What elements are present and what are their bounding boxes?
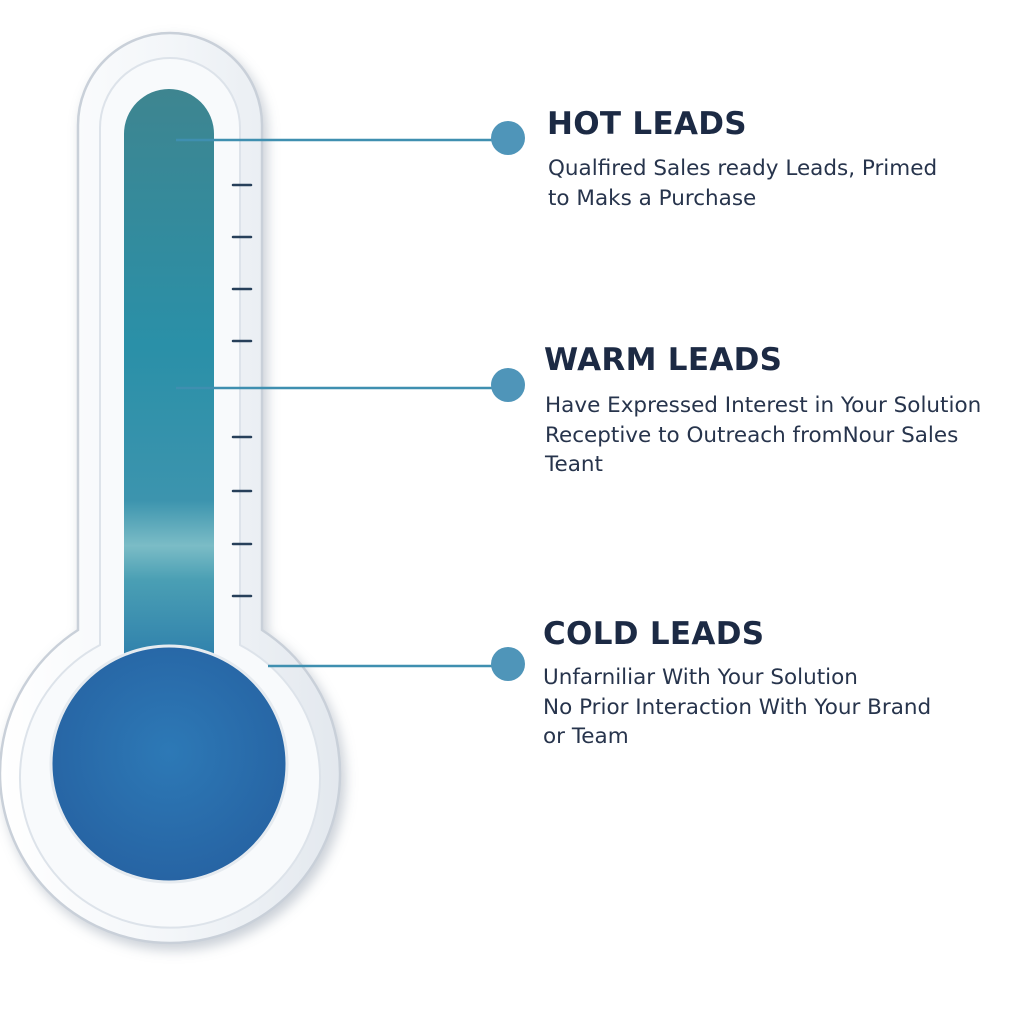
warm-leads-description: Have Expressed Interest in Your Solution… — [545, 391, 981, 480]
warm-leads-line-3: Teant — [545, 452, 603, 477]
thermometer-tick-marks — [231, 183, 253, 598]
hot-leads-line-1: Qualfired Sales ready Leads, Primed — [548, 156, 938, 181]
dot-cold — [491, 647, 525, 681]
warm-leads-line-2: Receptive to Outreach fromNour Sales — [545, 422, 959, 448]
warm-leads-line-1: Have Expressed Interest in Your Solution — [545, 393, 982, 418]
cold-leads-title: COLD LEADS — [543, 616, 765, 652]
hot-leads-title: HOT LEADS — [547, 106, 747, 142]
connector-hot — [176, 121, 525, 155]
thermometer-fluid-tube — [124, 89, 214, 660]
cold-leads-line-1: Unfarniliar With Your Solution — [543, 665, 858, 690]
dot-hot — [491, 121, 525, 155]
cold-leads-line-3: or Team — [543, 724, 629, 749]
hot-leads-description: Qualfired Sales ready Leads, Primed to M… — [548, 154, 937, 213]
thermometer-bulb — [51, 646, 287, 882]
connector-warm — [176, 368, 525, 402]
warm-leads-title: WARM LEADS — [544, 342, 783, 378]
connector-cold — [268, 647, 525, 681]
dot-warm — [491, 368, 525, 402]
cold-leads-line-2: No Prior Interaction With Your Brand — [543, 694, 932, 720]
cold-leads-description: Unfarniliar With Your Solution No Prior … — [543, 663, 931, 752]
hot-leads-line-2: to Maks a Purchase — [548, 185, 757, 211]
